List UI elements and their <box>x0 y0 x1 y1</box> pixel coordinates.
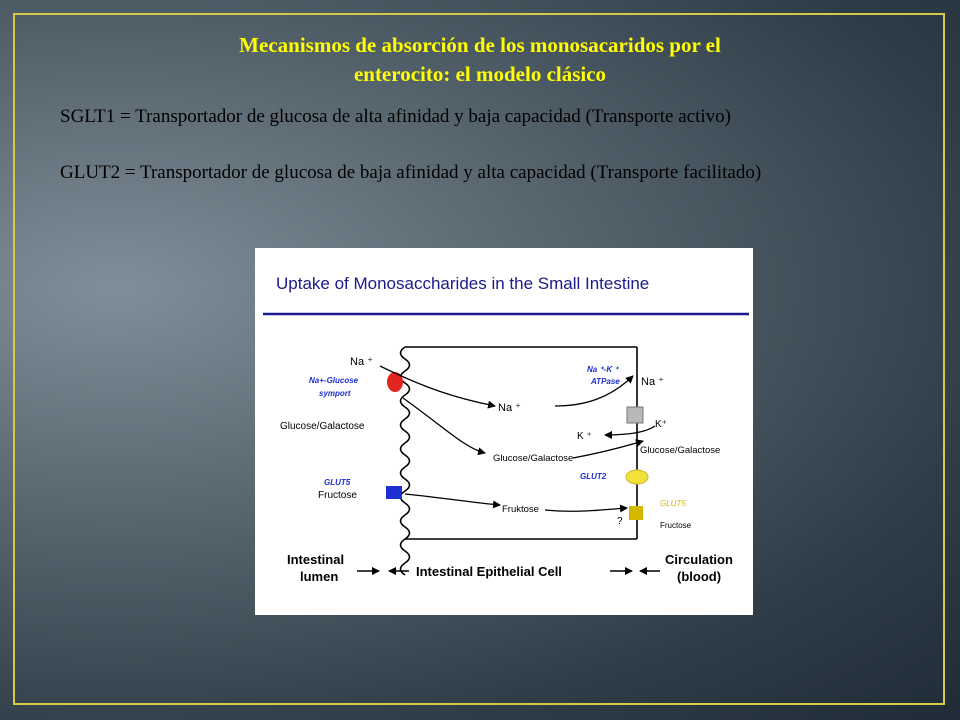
na-k-atpase-transporter <box>626 406 644 424</box>
slide-title-line-1: Mecanismos de absorción de los monosacar… <box>239 33 721 57</box>
label-glucose-galactose-cell: Glucose/Galactose <box>493 453 573 464</box>
uptake-diagram: Uptake of Monosaccharides in the Small I… <box>255 248 753 615</box>
label-symport-2: symport <box>319 389 351 398</box>
label-atpase-2: ATPase <box>590 377 620 386</box>
label-k-cell: K ⁺ <box>577 431 592 442</box>
label-na-blood: Na ⁺ <box>641 376 664 388</box>
label-glut2: GLUT2 <box>580 472 607 481</box>
definition-sglt1: SGLT1 = Transportador de glucosa de alta… <box>60 106 731 127</box>
label-glut5-basal: GLUT5 <box>660 499 686 508</box>
label-fruktose-cell: Fruktose <box>502 504 539 515</box>
glut5-apical-transporter <box>386 486 402 499</box>
label-intestinal-lumen: Intestinal <box>287 552 344 567</box>
label-intestinal-epithelial-cell: Intestinal Epithelial Cell <box>416 564 562 579</box>
label-blood: (blood) <box>677 569 721 584</box>
label-glucose-galactose-blood: Glucose/Galactose <box>640 445 720 456</box>
arrow-glucose-out-cell <box>572 439 644 459</box>
label-symport: Na+-Glucose <box>309 376 359 385</box>
label-fructose-lumen: Fructose <box>318 490 357 501</box>
arrow-fructose-out-cell <box>544 504 628 513</box>
definition-glut2: GLUT2 = Transportador de glucosa de baja… <box>60 162 762 183</box>
arrow-glucose-into-cell <box>402 397 486 456</box>
sglt1-transporter <box>387 372 403 392</box>
glut2-transporter <box>625 469 649 485</box>
slide-frame <box>13 13 945 705</box>
arrow-k-into-cell <box>604 425 656 439</box>
apical-membrane <box>399 346 411 576</box>
label-fructose-blood: Fructose <box>660 521 692 530</box>
diagram-title: Uptake of Monosaccharides in the Small I… <box>276 274 649 293</box>
label-intestinal-lumen-2: lumen <box>300 569 338 584</box>
label-na-cell: Na ⁺ <box>498 402 521 414</box>
label-k-blood: K⁺ <box>655 419 667 430</box>
label-atpase: Na ⁺-K ⁺ <box>587 365 619 374</box>
label-glut5-apical: GLUT5 <box>324 478 351 487</box>
label-glucose-galactose-lumen: Glucose/Galactose <box>280 421 365 432</box>
arrow-na-out-cell <box>554 375 634 407</box>
label-question: ? <box>617 516 623 527</box>
label-circulation: Circulation <box>665 552 733 567</box>
glut5-basal-transporter <box>629 506 643 520</box>
arrow-fructose-into-cell <box>404 493 501 509</box>
arrow-na-into-cell <box>379 365 496 409</box>
label-na-lumen: Na ⁺ <box>350 356 373 368</box>
slide-title-line-2: enterocito: el modelo clásico <box>353 62 607 86</box>
